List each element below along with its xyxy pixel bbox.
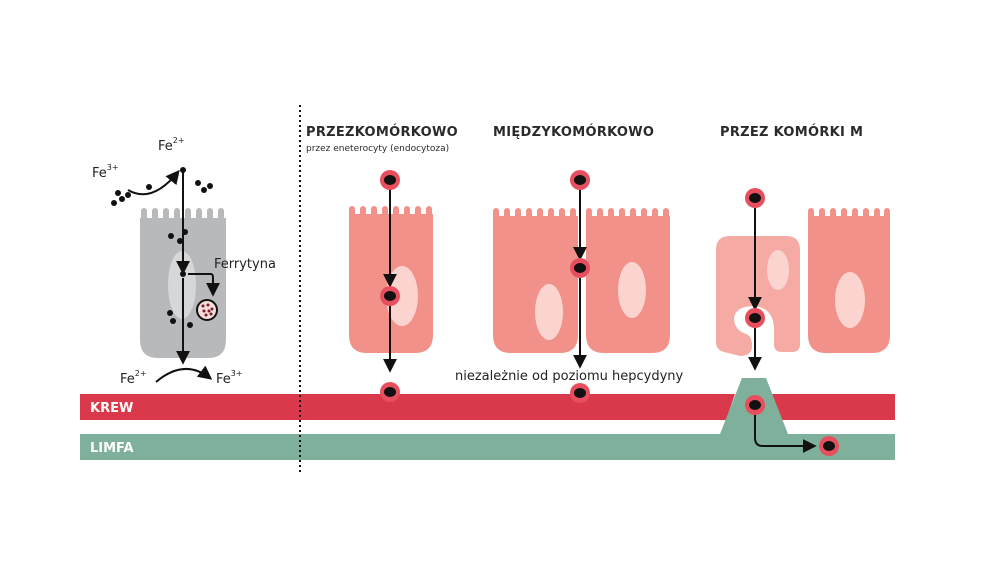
reduction-arrow <box>127 169 180 196</box>
blood-band: KREW <box>80 394 895 420</box>
lymph-band: LIMFA <box>80 378 895 460</box>
ferritin-icon <box>196 299 218 321</box>
oxidation-arrow <box>155 365 213 383</box>
lymph-arrow <box>754 414 817 453</box>
fe3-top-label: Fe3+ <box>92 163 119 181</box>
blood-band-right <box>772 394 895 420</box>
iron-particle <box>380 286 400 306</box>
pathway-transcellular <box>349 170 433 402</box>
fe2-top-label: Fe2+ <box>158 136 185 154</box>
pathway-title-paracellular: MIĘDZYKOMÓRKOWO <box>493 124 654 140</box>
pathway-title-transcellular: PRZEZKOMÓRKOWO <box>306 124 458 140</box>
m-cell <box>716 236 800 356</box>
lymph-label: LIMFA <box>90 441 134 456</box>
blood-label: KREW <box>90 401 133 416</box>
iron-particle <box>570 383 590 403</box>
pathway-paracellular <box>493 170 670 403</box>
iron-particle <box>570 258 590 278</box>
iron-particle <box>745 188 765 208</box>
nucleus <box>618 262 646 318</box>
blood-band-left <box>80 394 735 420</box>
pathway-subtitle-transcellular: przez eneterocyty (endocytoza) <box>306 144 449 154</box>
enterocyte-cell <box>808 208 890 353</box>
lymph-band-shape <box>80 378 895 460</box>
iron-particle <box>819 436 839 456</box>
nucleus <box>767 250 789 290</box>
fe3-bottom-label: Fe3+ <box>216 369 243 387</box>
iron-particle <box>745 308 765 328</box>
iron-particle <box>380 170 400 190</box>
hepcidin-note: niezależnie od poziomu hepcydyny <box>455 369 684 384</box>
left-panel: Fe3+ Fe2+ Ferrytyna Fe2+ Fe3+ <box>92 136 276 387</box>
enterocyte-cell-left <box>493 208 578 353</box>
pathway-m-cells <box>716 188 890 456</box>
pathway-title-m-cells: PRZEZ KOMÓRKI M <box>720 124 863 140</box>
enterocyte-cell-right <box>586 208 670 353</box>
ferritin-arrow <box>188 273 220 297</box>
ferritin-label: Ferrytyna <box>214 257 276 272</box>
iron-particle <box>570 170 590 190</box>
iron-particle <box>745 395 765 415</box>
fe2-bottom-label: Fe2+ <box>120 369 147 387</box>
nucleus <box>535 284 563 340</box>
iron-particle <box>380 382 400 402</box>
nucleus <box>835 272 865 328</box>
